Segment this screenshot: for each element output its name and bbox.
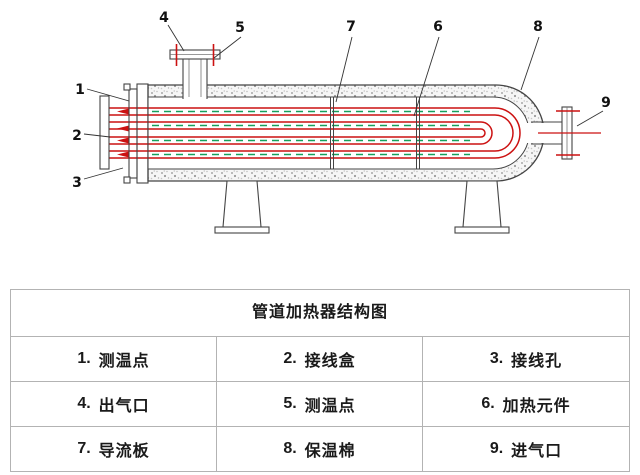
outlet-pipe xyxy=(169,49,221,99)
legend-item-label: 出气口 xyxy=(98,398,150,415)
inlet-flange-bolts xyxy=(538,110,601,156)
legend-item-label: 接线盒 xyxy=(304,353,356,370)
legend-item-6: 6. 加热元件 xyxy=(423,382,629,427)
support-legs xyxy=(214,180,510,234)
legend-item-num: 6. xyxy=(481,395,495,412)
legend-item-num: 8. xyxy=(283,440,297,457)
legend-item-4: 4. 出气口 xyxy=(11,382,217,427)
callout-leader-lines xyxy=(83,24,604,180)
legend-item-num: 2. xyxy=(283,350,297,367)
outlet-flange-bolts xyxy=(175,44,215,66)
callout-8: 8 xyxy=(533,19,543,35)
legend-item-1: 1. 测温点 xyxy=(11,337,217,382)
legend-item-num: 5. xyxy=(283,395,297,412)
legend-item-num: 9. xyxy=(489,440,504,457)
legend-title: 管道加热器结构图 xyxy=(11,290,629,337)
legend-table: 管道加热器结构图 1. 测温点 2. 接线盒 3. 接线孔 4. 出气口 5. … xyxy=(10,289,630,472)
callout-5: 5 xyxy=(235,20,245,36)
legend-item-5: 5. 测温点 xyxy=(217,382,423,427)
legend-item-label: 测温点 xyxy=(98,353,150,370)
heating-elements xyxy=(109,107,521,159)
callout-1: 1 xyxy=(75,82,85,98)
callout-3: 3 xyxy=(72,175,82,191)
legend-item-label: 测温点 xyxy=(304,398,356,415)
callout-9: 9 xyxy=(601,95,611,111)
callout-2: 2 xyxy=(72,128,82,144)
legend-item-label: 保温棉 xyxy=(304,443,356,460)
legend-item-7: 7. 导流板 xyxy=(11,427,217,471)
legend-item-2: 2. 接线盒 xyxy=(217,337,423,382)
element-terminal-arrows xyxy=(117,108,129,158)
legend-grid: 1. 测温点 2. 接线盒 3. 接线孔 4. 出气口 5. 测温点 6. 加热… xyxy=(11,337,629,471)
legend-item-num: 3. xyxy=(489,350,504,367)
legend-item-num: 4. xyxy=(77,395,91,412)
legend-item-label: 接线孔 xyxy=(511,353,563,370)
callout-7: 7 xyxy=(346,19,356,35)
legend-item-num: 7. xyxy=(77,440,91,457)
heater-diagram-svg: 1 2 3 4 5 6 7 8 9 xyxy=(72,10,611,234)
callout-6: 6 xyxy=(433,19,443,35)
legend-item-3: 3. 接线孔 xyxy=(423,337,629,382)
callout-numbers: 1 2 3 4 5 6 7 8 9 xyxy=(72,10,611,191)
callout-4: 4 xyxy=(159,10,169,26)
legend-item-num: 1. xyxy=(77,350,91,367)
junction-box-flange xyxy=(99,83,149,184)
heater-structure-diagram: 1 2 3 4 5 6 7 8 9 xyxy=(72,10,611,234)
legend-item-label: 进气口 xyxy=(511,443,563,460)
legend-item-label: 导流板 xyxy=(98,443,150,460)
legend-item-9: 9. 进气口 xyxy=(423,427,629,471)
legend-item-label: 加热元件 xyxy=(502,398,571,415)
legend-item-8: 8. 保温棉 xyxy=(217,427,423,471)
